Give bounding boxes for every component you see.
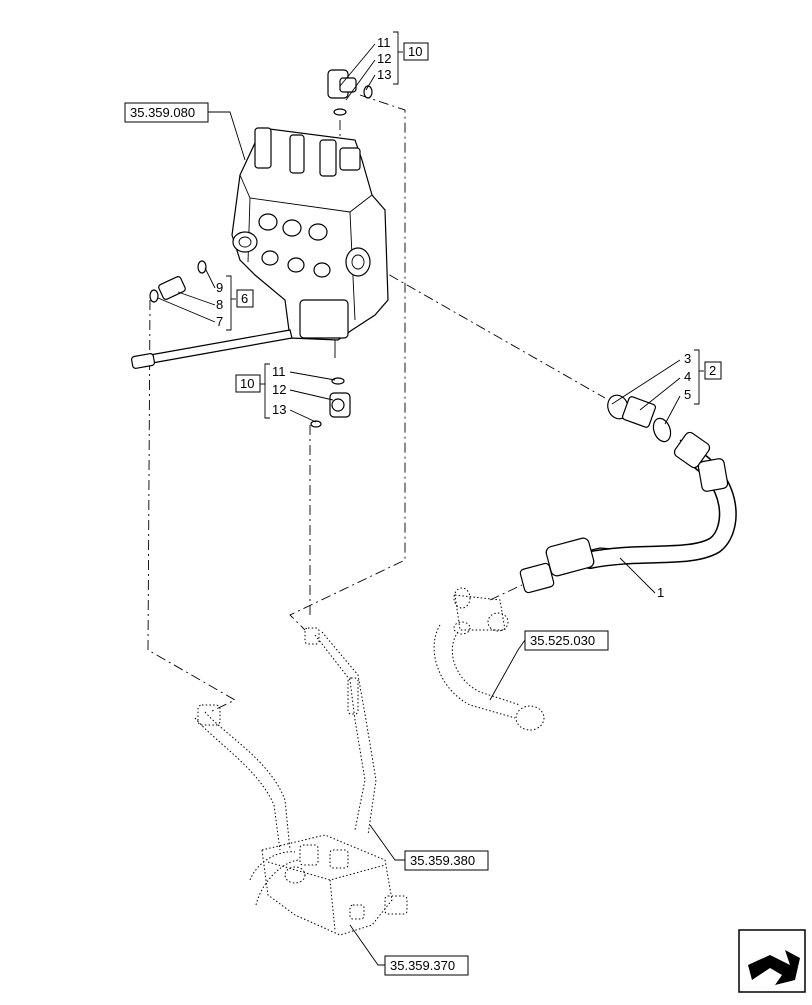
group-box-10-lower	[235, 374, 261, 393]
item-3: 3	[684, 351, 691, 366]
group-10-lower: 10	[240, 376, 254, 391]
tee-to-hose-line	[489, 584, 523, 601]
group-box-10-top	[403, 42, 429, 61]
right-fitting-labels: 3 4 5 2	[684, 351, 722, 402]
ref-valve[interactable]: 35.359.080	[124, 102, 209, 123]
item-8: 8	[216, 297, 223, 312]
tee-fitting	[433, 587, 545, 731]
ref-valve-text: 35.359.080	[130, 105, 195, 120]
right-fitting	[607, 394, 672, 443]
lower-block	[261, 834, 408, 936]
item-13-lower: 13	[272, 402, 286, 417]
item-5: 5	[684, 387, 691, 402]
group-10-top: 10	[408, 44, 422, 59]
item-1-hose: 1	[657, 585, 664, 600]
group-6: 6	[241, 291, 248, 306]
ref-tee-text: 35.525.030	[530, 633, 595, 648]
next-page-arrow-icon[interactable]	[738, 929, 806, 993]
item-11-top: 11	[377, 35, 391, 50]
lower-fitting-labels: 10 11 12 13	[235, 364, 286, 417]
ref-lower-hose-text: 35.359.380	[410, 853, 475, 868]
valve-control-rod	[131, 329, 293, 369]
left-fitting-labels: 9 8 7 6	[216, 280, 254, 329]
ref-lower-block[interactable]: 35.359.370	[384, 955, 469, 976]
group-2: 2	[709, 363, 716, 378]
item-12-top: 12	[377, 51, 391, 66]
item-12-lower: 12	[272, 382, 286, 397]
item-9: 9	[216, 280, 223, 295]
left-fitting	[149, 260, 207, 303]
ref-tee[interactable]: 35.525.030	[524, 630, 609, 651]
ref-lower-hose[interactable]: 35.359.380	[404, 850, 489, 871]
item-4: 4	[684, 369, 691, 384]
control-valve	[231, 127, 389, 358]
valve-to-right-fitting-line	[371, 264, 606, 399]
item-7: 7	[216, 314, 223, 329]
item-11-lower: 11	[272, 364, 286, 379]
top-elbow-fitting	[327, 69, 373, 116]
lower-hoses	[194, 627, 377, 906]
ref-lower-block-text: 35.359.370	[390, 958, 455, 973]
item-13-top: 13	[377, 67, 391, 82]
left-to-bottom-line	[147, 299, 236, 713]
callout-leaders	[157, 31, 704, 966]
main-hose	[519, 431, 737, 594]
group-box-2	[704, 361, 722, 380]
group-box-6	[236, 289, 254, 308]
lower-elbow-fitting	[310, 377, 351, 428]
top-fitting-labels: 11 12 13 10	[377, 35, 429, 82]
connection-lines	[147, 94, 606, 713]
